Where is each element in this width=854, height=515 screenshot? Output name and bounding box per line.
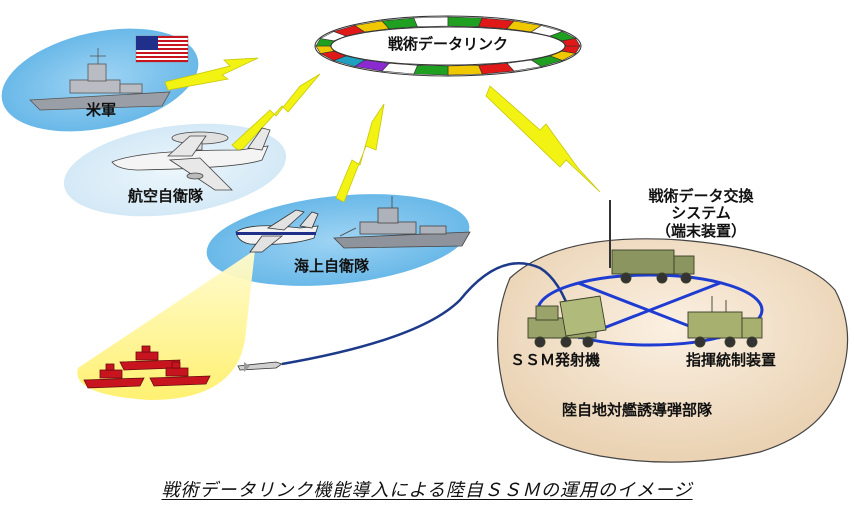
patrol-aircraft-icon bbox=[235, 209, 319, 253]
command-control-label: 指揮統制装置 bbox=[686, 351, 777, 369]
ssm-launcher-icon bbox=[527, 295, 607, 348]
us-warship-icon bbox=[29, 48, 171, 111]
figure-caption: 戦術データリンク機能導入による陸自ＳＳＭの運用のイメージ bbox=[161, 480, 693, 501]
ring-label: 戦術データリンク bbox=[387, 35, 508, 53]
terminal-label-line1: 戦術データ交換 bbox=[648, 187, 754, 205]
ring-segment bbox=[447, 16, 483, 28]
terminal-label: 戦術データ交換 システム （端末装置） bbox=[616, 187, 786, 240]
destroyer-icon bbox=[333, 196, 471, 249]
enemy-ship-icon bbox=[119, 345, 181, 371]
us-forces-label: 米軍 bbox=[86, 101, 117, 119]
awacs-aircraft-icon bbox=[111, 127, 271, 191]
terminal-label-line3: （端末装置） bbox=[655, 221, 746, 240]
gsdf-ground-region bbox=[497, 238, 849, 463]
asdf-label: 航空自衛隊 bbox=[128, 187, 204, 205]
command-vehicle-icon bbox=[687, 296, 763, 348]
tactical-datalink-ring bbox=[314, 15, 582, 77]
datalink-bolt-msdf bbox=[335, 103, 385, 203]
enemy-ships bbox=[83, 345, 211, 389]
gsdf-unit-label: 陸自地対艦誘導弾部隊 bbox=[562, 401, 713, 419]
ring-segment bbox=[447, 64, 483, 76]
terminal-vehicle-icon bbox=[611, 249, 695, 284]
us-flag-icon bbox=[135, 35, 189, 63]
ring-segment bbox=[413, 16, 449, 28]
datalink-bolt-gsdf bbox=[485, 85, 601, 193]
datalink-bolt-us bbox=[164, 57, 259, 91]
enemy-ship-icon bbox=[83, 363, 145, 389]
ssm-launcher-label: ＳＳＭ発射機 bbox=[510, 351, 601, 369]
asdf-region bbox=[63, 123, 287, 217]
ring-segment bbox=[413, 64, 449, 76]
missile-icon bbox=[237, 361, 283, 372]
datalink-bolts bbox=[164, 57, 601, 203]
enemy-ship-icon bbox=[149, 361, 211, 387]
msdf-label: 海上自衛隊 bbox=[294, 257, 370, 275]
missile-link-line bbox=[281, 261, 574, 366]
ring-segment bbox=[561, 38, 581, 47]
terminal-label-line2: システム bbox=[671, 204, 731, 223]
datalink-bolt-asdf bbox=[231, 73, 321, 153]
